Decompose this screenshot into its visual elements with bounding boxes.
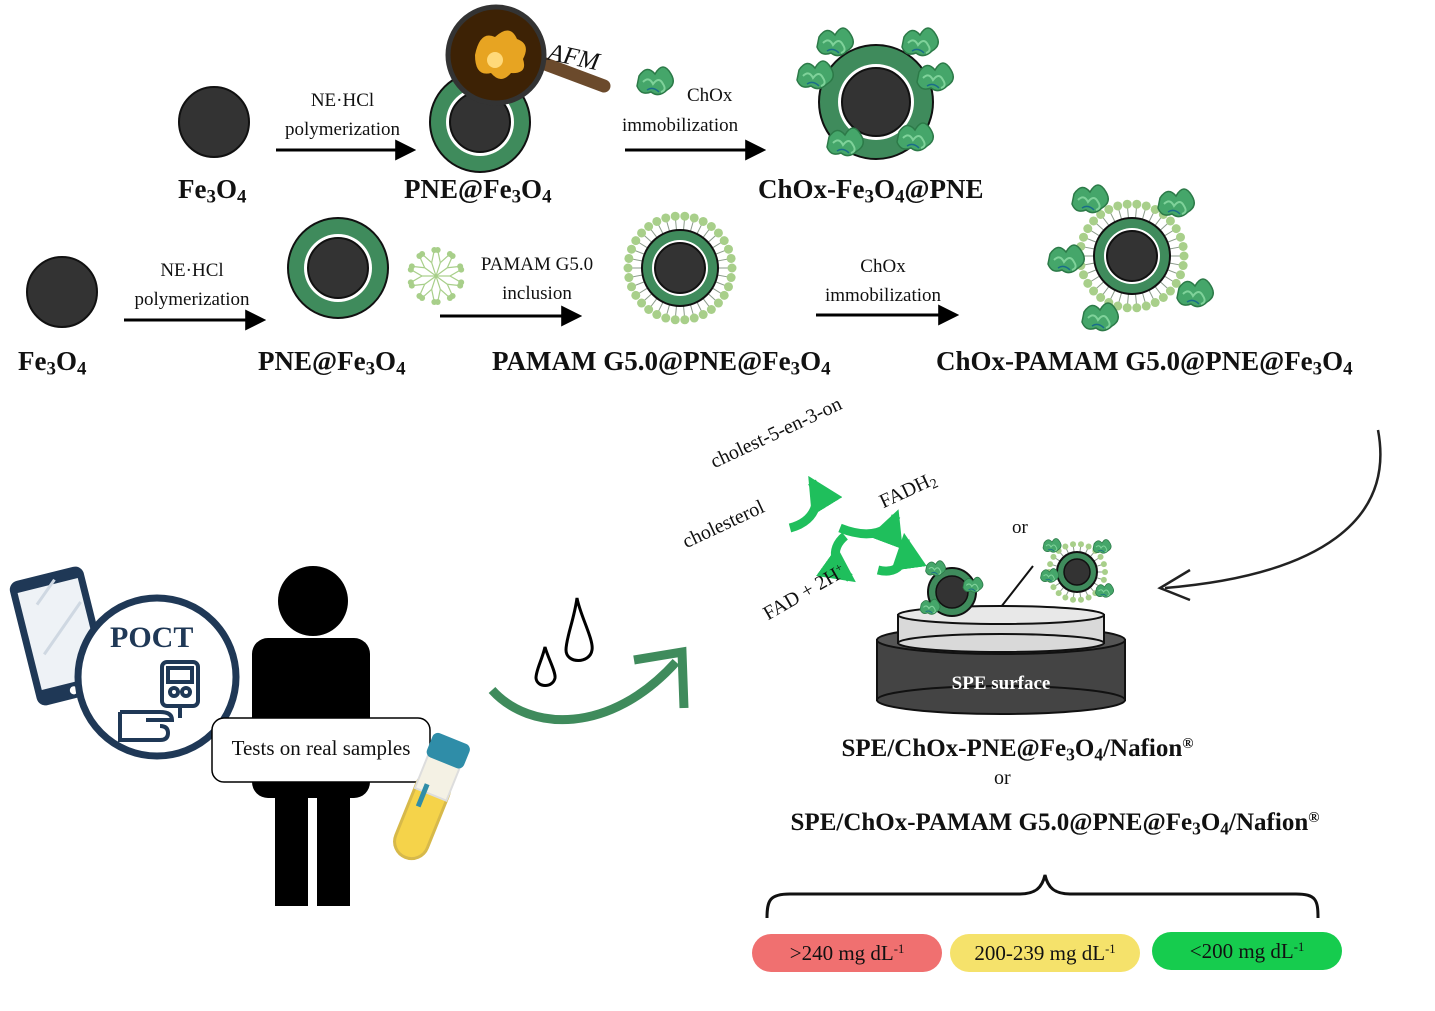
fe3o4-particle: [178, 86, 250, 158]
pne-fe3o4-label: PNE@Fe3O4: [258, 346, 406, 380]
chox-pne-on-electrode: [919, 560, 984, 617]
range-pill-borderline: 200-239 mg dL-1: [950, 934, 1140, 972]
green-arrow: [488, 646, 689, 725]
sign-text: Tests on real samples: [231, 736, 411, 760]
or-label: or: [1012, 517, 1028, 538]
chox-enzyme-icon: [636, 66, 675, 96]
afm-magnifier-icon: [445, 4, 611, 106]
electrode1-label: SPE/ChOx-PNE@Fe3O4/Nafion®: [841, 735, 1194, 765]
pamam-dendrimer-icon: [407, 247, 465, 305]
pamam-pne-fe3o4-label: PAMAM G5.0@PNE@Fe3O4: [492, 346, 831, 380]
chox-pamam-particle: [1047, 184, 1215, 332]
brace: [765, 874, 1320, 919]
test-tube-icon: [393, 732, 470, 861]
chox-fe3o4-pne-particle: [796, 27, 955, 160]
spe-electrode: [876, 605, 1126, 715]
pne-fe3o4-particle: [287, 217, 389, 319]
step-label: ChOx: [687, 85, 733, 106]
poct-label: POCT: [110, 621, 194, 654]
pamam-pne-fe3o4-particle: [623, 211, 737, 325]
fe3o4-particle: [26, 256, 98, 328]
curved-arrow: [1164, 429, 1382, 590]
fe3o4-label: Fe3O4: [178, 174, 247, 208]
drops-icon: [534, 597, 594, 687]
enzyme-cycle-arrows: [788, 475, 927, 583]
range-pill-high: >240 mg dL-1: [752, 934, 942, 972]
poct-circle: [74, 594, 240, 760]
glucometer-hand-icon: [118, 660, 200, 742]
pne-fe3o4-label: PNE@Fe3O4: [404, 174, 552, 208]
range-pill-normal: <200 mg dL-1: [1152, 932, 1342, 970]
chox-pamam-on-electrode: [1040, 538, 1115, 603]
step-label: immobilization: [622, 115, 739, 136]
fe3o4-label: Fe3O4: [18, 346, 87, 380]
spe-surface-label: SPE surface: [951, 673, 1051, 694]
or-label: or: [994, 767, 1011, 789]
electrode2-label: SPE/ChOx-PAMAM G5.0@PNE@Fe3O4/Nafion®: [790, 809, 1320, 839]
chox-pamam-pne-fe3o4-label: ChOx-PAMAM G5.0@PNE@Fe3O4: [936, 346, 1353, 380]
chox-fe3o4-pne-label: ChOx-Fe3O4@PNE: [758, 174, 984, 208]
